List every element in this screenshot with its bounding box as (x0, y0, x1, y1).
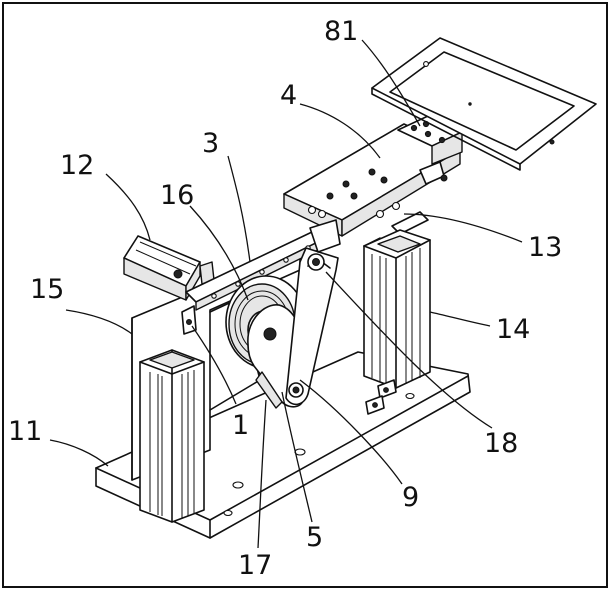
label-11: 11 (8, 416, 42, 447)
leader-11 (49, 439, 109, 467)
label-4: 4 (280, 80, 297, 111)
label-5: 5 (306, 522, 323, 553)
leader-lines (49, 39, 523, 549)
leader-81 (361, 39, 421, 127)
leader-9 (299, 379, 403, 485)
label-13: 13 (528, 232, 562, 263)
leader-18 (325, 271, 493, 429)
leader-1 (191, 325, 237, 405)
reference-labels: 81 4 3 12 16 15 13 14 1 11 18 9 5 17 (8, 16, 562, 581)
leader-16 (189, 205, 249, 301)
hinge-clips (365, 379, 397, 415)
label-1: 1 (232, 410, 249, 441)
label-17: 17 (238, 550, 272, 581)
label-16: 16 (160, 180, 194, 211)
tablet-device (371, 37, 597, 171)
label-9: 9 (402, 482, 419, 513)
label-81: 81 (324, 16, 358, 47)
right-extrusion-post (363, 229, 431, 389)
leader-17 (257, 399, 267, 549)
leader-13 (403, 213, 523, 243)
label-3: 3 (202, 128, 219, 159)
label-14: 14 (496, 314, 530, 345)
leader-5 (281, 391, 313, 523)
leader-4 (299, 103, 381, 159)
leader-15 (65, 309, 133, 335)
leader-3 (227, 155, 251, 263)
leader-14 (429, 311, 491, 327)
tablet-mount-bracket (397, 115, 463, 185)
label-12: 12 (60, 150, 94, 181)
left-extrusion-post (139, 349, 205, 523)
label-15: 15 (30, 274, 64, 305)
swing-arm (285, 247, 339, 406)
leader-12 (105, 173, 151, 241)
label-18: 18 (484, 428, 518, 459)
